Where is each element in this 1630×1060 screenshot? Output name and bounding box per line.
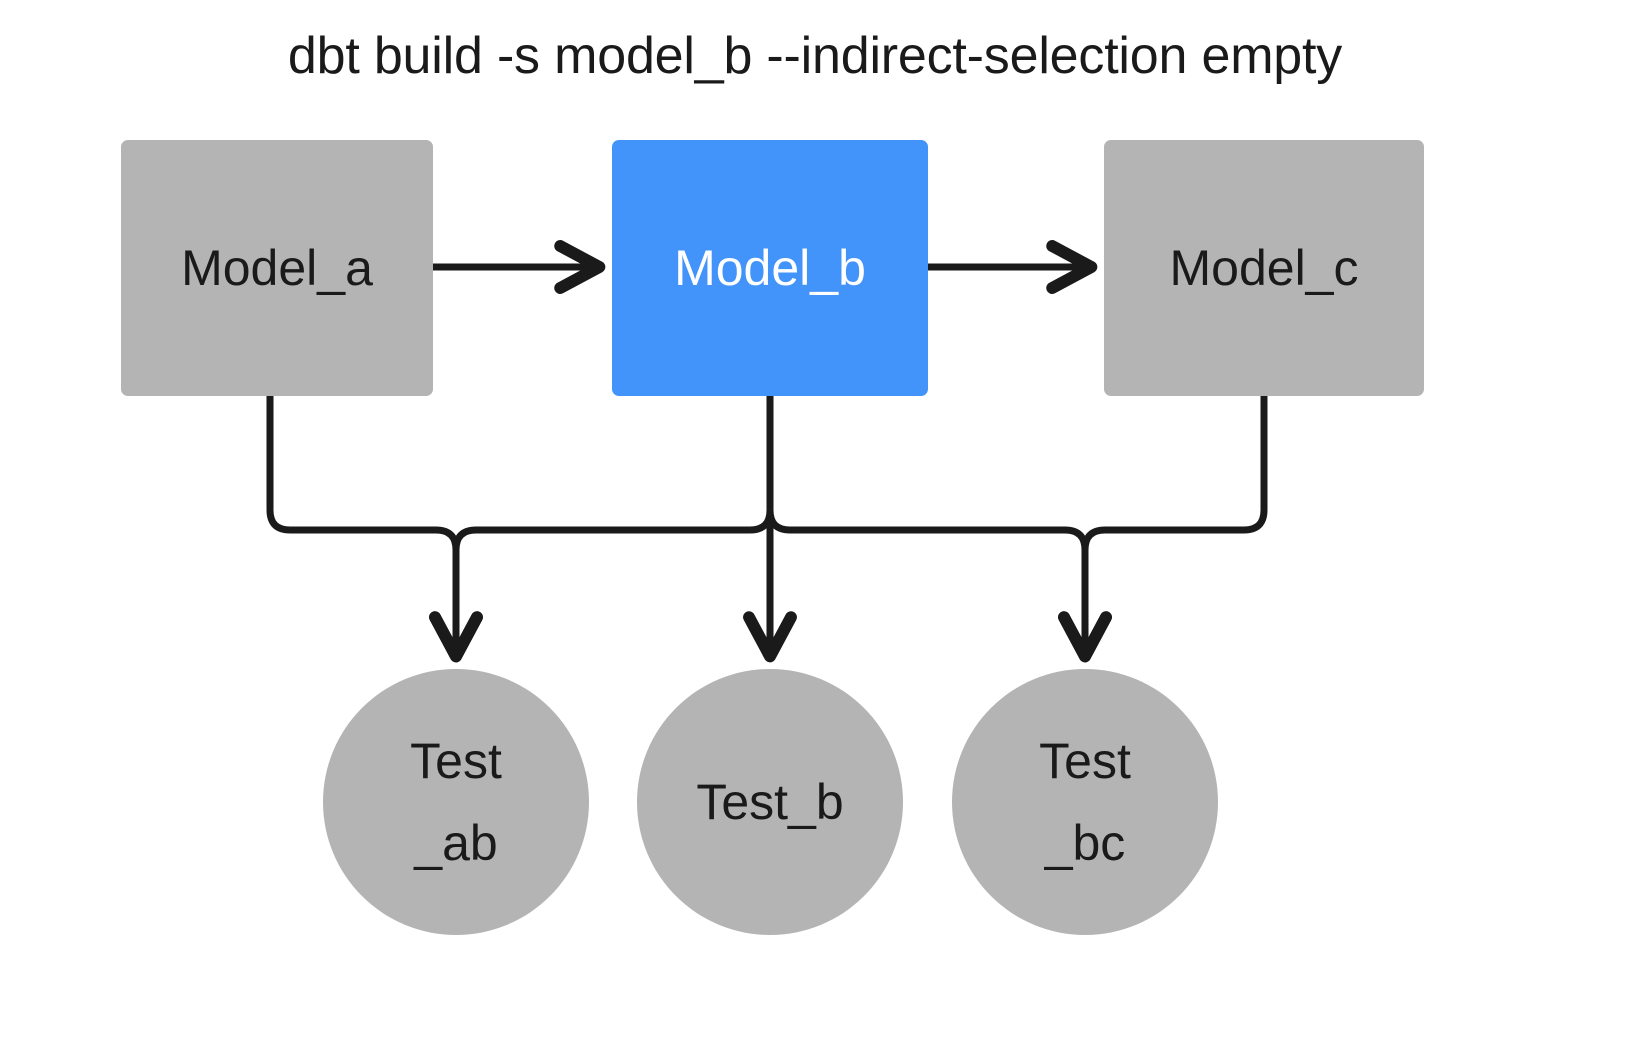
node-test-ab-label-line1: Test <box>410 732 502 789</box>
node-model-b-label: Model_b <box>674 240 866 296</box>
node-test-bc[interactable]: Test _bc <box>952 669 1218 935</box>
edge-model-c-to-test-bc <box>1058 396 1268 663</box>
node-model-b[interactable]: Model_b <box>612 140 928 396</box>
node-test-b[interactable]: Test_b <box>637 669 903 935</box>
edge-model-b-to-test-ab <box>429 396 774 663</box>
edge-model-b-to-test-bc <box>766 396 1112 663</box>
node-model-a[interactable]: Model_a <box>121 140 433 396</box>
node-test-b-label-line1: Test_b <box>696 773 844 830</box>
node-test-ab[interactable]: Test _ab <box>323 669 589 935</box>
node-model-c[interactable]: Model_c <box>1104 140 1424 396</box>
node-test-bc-label-line1: Test <box>1039 732 1131 789</box>
edge-model-a-to-test-ab <box>266 396 483 663</box>
node-test-bc-label-line2: _bc <box>1044 815 1126 871</box>
node-test-ab-label-line2: _ab <box>414 815 498 871</box>
diagram-title: dbt build -s model_b --indirect-selectio… <box>287 27 1343 85</box>
node-model-c-label: Model_c <box>1169 240 1359 296</box>
node-model-a-label: Model_a <box>181 240 373 296</box>
